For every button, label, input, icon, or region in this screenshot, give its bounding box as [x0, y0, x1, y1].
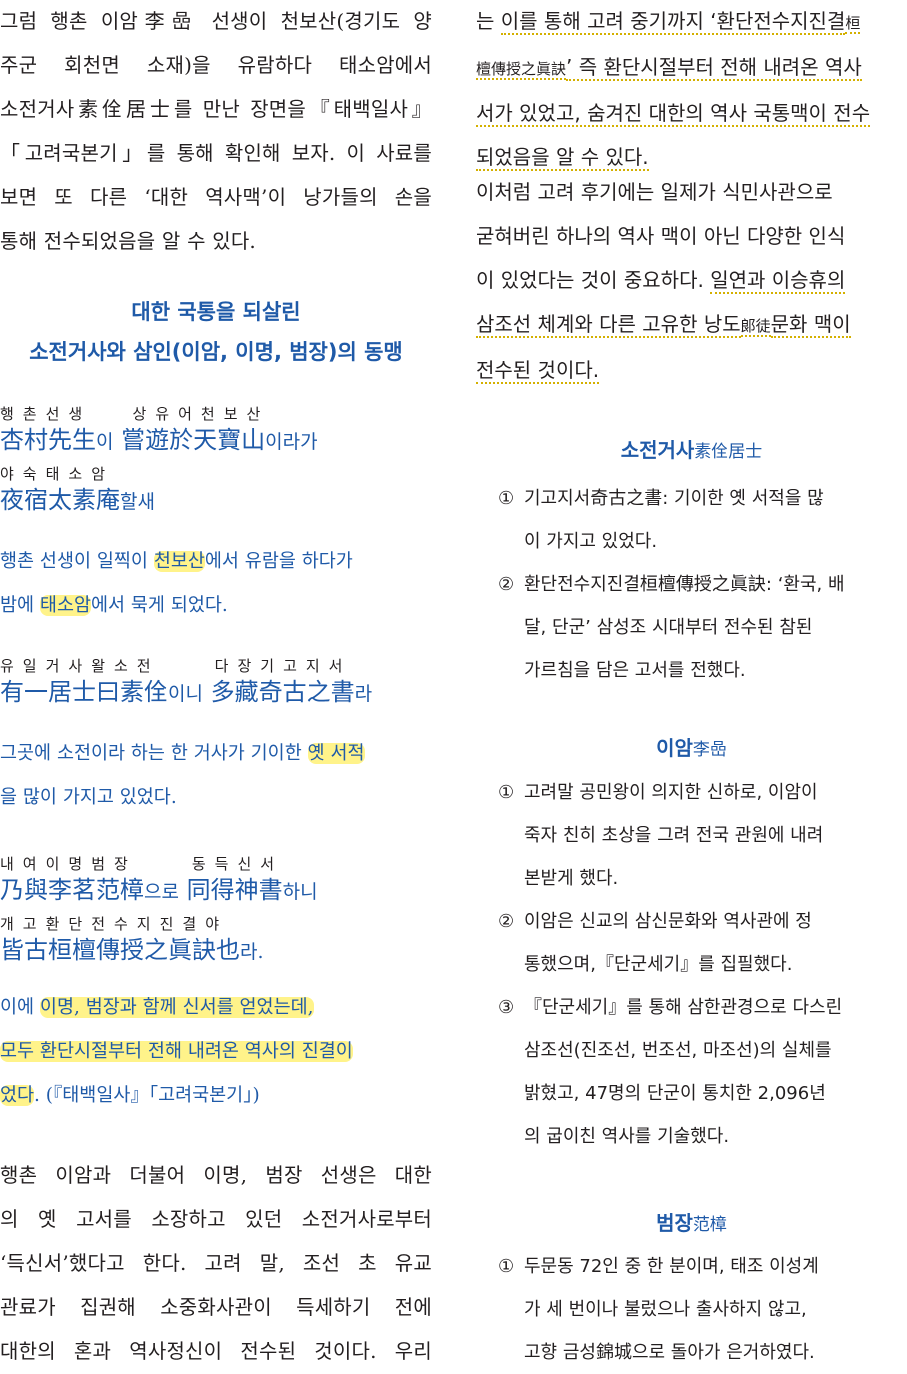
list-item-cont: 달, 단군’ 삼성조 시대부터 전수된 참된 [524, 617, 813, 638]
hanja-line: 杏村先生이 嘗遊於天寶山이라가 [0, 424, 438, 458]
text-line: 檀傳授之眞訣’ 즉 환단시절부터 전해 내려온 역사 [476, 55, 862, 81]
translation-line: 었다. (『태백일사』「고려국본기」) [0, 1085, 260, 1106]
verse-2: 유일거사왈소전 다장기고지서 有一居士曰素佺이니 多藏奇古之書라 [0, 656, 438, 710]
hanja-text: 夜宿太素庵 [0, 486, 120, 514]
verse-3: 내여이명범장 동득신서 乃與李茗范樟으로 同得神書하니 개고환단전수지진결야 皆… [0, 854, 438, 968]
list-item-cont: 가 세 번이나 불렀으나 출사하지 않고, [524, 1299, 807, 1320]
list-item-cont: 밝혔고, 47명의 단군이 통치한 2,096년 [524, 1083, 826, 1104]
text-line: 삼조선 체계와 다른 고유한 낭도郞徒문화 맥이 [476, 312, 851, 338]
text-line: 관료가 집권해 소중화사관이 득세하기 전에 [0, 1295, 432, 1319]
translation-line: 을 많이 가지고 있었다. [0, 787, 177, 808]
list-item-cont: 통했으며,『단군세기』를 집필했다. [524, 954, 793, 975]
text-line: 서가 있었고, 숨겨진 대한의 역사 국통맥이 전수 [476, 101, 871, 127]
list-item-cont: 가르침을 담은 고서를 전했다. [524, 660, 746, 681]
right-paragraph-2: 이처럼 고려 후기에는 일제가 식민사관으로 굳혀버린 하나의 역사 맥이 아닌… [476, 170, 907, 392]
ruby-reading: 개고환단전수지진결야 [0, 915, 229, 933]
ruby-reading: 내여이명범장 동득신서 [0, 855, 284, 873]
hanja-line: 有一居士曰素佺이니 多藏奇古之書라 [0, 678, 373, 706]
translation-line: 그곳에 소전이라 하는 한 거사가 기이한 옛 서적 [0, 743, 365, 764]
translation-1: 행촌 선생이 일찍이 천보산에서 유람을 하다가 밤에 태소암에서 묵게 되었다… [0, 540, 438, 628]
ruby-reading: 야숙태소암 [0, 465, 115, 483]
hanja-text: 杏村先生 [0, 426, 96, 454]
hangul-particle: 할새 [120, 491, 155, 513]
text-line: 그럼 행촌 이암李嵒 선생이 천보산(경기도 양 [0, 9, 432, 33]
heading-line-2: 소전거사와 삼인(이암, 이명, 범장)의 동맹 [29, 340, 403, 364]
text-line: 보면 또 다른 ‘대한 역사맥’이 낭가들의 손을 [0, 185, 432, 209]
verse-1: 행촌선생 상유어천보산 杏村先生이 嘗遊於天寶山이라가 야숙태소암 夜宿太素庵할… [0, 404, 438, 518]
text-line: 의 옛 고서를 소장하고 있던 소전거사로부터 [0, 1207, 432, 1231]
text-line: 「고려국본기」를 통해 확인해 보자. 이 사료를 [0, 141, 432, 165]
translation-line: 밤에 태소암에서 묵게 되었다. [0, 595, 228, 616]
ruby-reading: 유일거사왈소전 다장기고지서 [0, 657, 352, 675]
text-line: 전수된 것이다. [476, 358, 600, 384]
translation-3: 이에 이명, 범장과 함께 신서를 얻었는데, 모두 환단시절부터 전해 내려온… [0, 986, 438, 1118]
text-line: 행촌 이암과 더불어 이명, 범장 선생은 대한 [0, 1163, 432, 1187]
hanja-line: 皆古桓檀傳授之眞訣也라. [0, 936, 264, 964]
text-line: 통해 전수되었음을 알 수 있다. [0, 229, 256, 253]
translation-2: 그곳에 소전이라 하는 한 거사가 기이한 옛 서적 을 많이 가지고 있었다. [0, 732, 438, 820]
translation-line: 행촌 선생이 일찍이 천보산에서 유람을 하다가 [0, 551, 353, 572]
list-item-cont: 삼조선(진조선, 번조선, 마조선)의 실체를 [524, 1040, 832, 1061]
hangul-particle: 이라가 [265, 431, 318, 453]
list-item: ③『단군세기』를 통해 삼한관경으로 다스린 [498, 997, 843, 1018]
translation-line: 이에 이명, 범장과 함께 신서를 얻었는데, [0, 997, 314, 1018]
translation-line: 모두 환단시절부터 전해 내려온 역사의 진결이 [0, 1041, 353, 1062]
ruby-reading: 행촌선생 상유어천보산 [0, 405, 270, 423]
list-item-cont: 본받게 했다. [524, 868, 619, 889]
text-line: 대한의 혼과 역사정신이 전수된 것이다. 우리 [0, 1339, 432, 1363]
text-line: 주군 회천면 소재)을 유람하다 태소암에서 [0, 53, 432, 77]
list-item-cont: 고향 금성錦城으로 돌아가 은거하였다. [524, 1342, 815, 1363]
section-title: 이암李嵒 [656, 736, 727, 760]
list-item-cont: 의 굽이친 역사를 기술했다. [524, 1126, 730, 1147]
section-heading: 대한 국통을 되살린 소전거사와 삼인(이암, 이명, 범장)의 동맹 [0, 292, 432, 372]
text-line: ‘득신서’했다고 한다. 고려 말, 조선 초 유교 [0, 1251, 432, 1275]
section-title: 소전거사素佺居士 [620, 438, 763, 462]
text-line: 이처럼 고려 후기에는 일제가 식민사관으로 [476, 180, 833, 204]
text-line: 는 이를 통해 고려 중기까지 ‘환단전수지진결桓 [476, 9, 861, 35]
text-line: 되었음을 알 수 있다. [476, 145, 649, 171]
hanja-line: 乃與李茗范樟으로 同得神書하니 [0, 876, 318, 904]
right-paragraph-1: 는 이를 통해 고려 중기까지 ‘환단전수지진결桓 檀傳授之眞訣’ 즉 환단시절… [476, 0, 907, 179]
list-item-cont: 죽자 친히 초상을 그려 전국 관원에 내려 [524, 825, 824, 846]
hangul-particle: 이 [96, 431, 114, 453]
hanja-text: 嘗遊於天寶山 [121, 426, 266, 454]
heading-line-1: 대한 국통을 되살린 [131, 300, 301, 324]
section-title: 범장范樟 [656, 1211, 727, 1235]
hanja-line: 夜宿太素庵할새 [0, 484, 438, 518]
text-line: 굳혀버린 하나의 역사 맥이 아닌 다양한 인식 [476, 224, 846, 248]
outro-paragraph: 행촌 이암과 더불어 이명, 범장 선생은 대한 의 옛 고서를 소장하고 있던… [0, 1153, 432, 1373]
intro-paragraph: 그럼 행촌 이암李嵒 선생이 천보산(경기도 양 주군 회천면 소재)을 유람하… [0, 0, 432, 263]
list-item-cont: 이 가지고 있었다. [524, 531, 658, 552]
text-line: 소전거사素佺居士를 만난 장면을『태백일사』 [0, 97, 432, 121]
text-line: 이 있었다는 것이 중요하다. 일연과 이승휴의 [476, 268, 846, 294]
